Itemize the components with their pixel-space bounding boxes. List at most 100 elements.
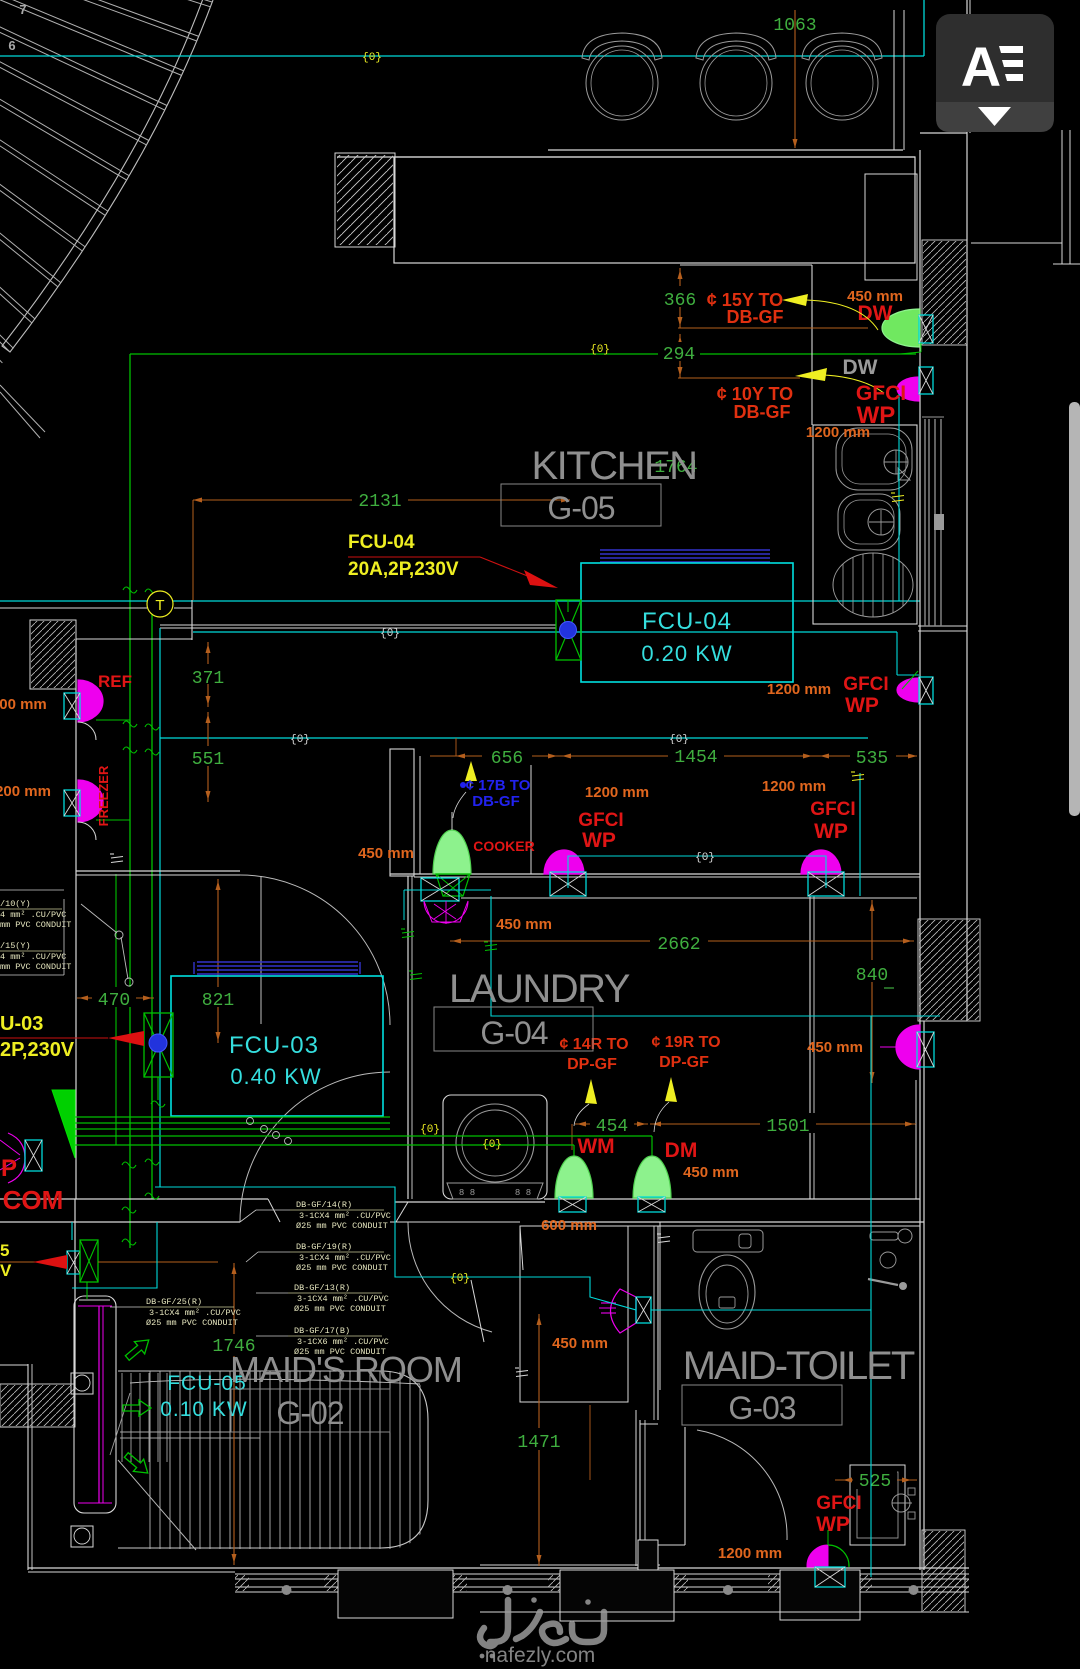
svg-text:KITCHEN: KITCHEN [531,444,696,488]
svg-text:1200 mm: 1200 mm [806,424,870,441]
svg-text:{0}: {0} [290,734,310,746]
svg-text:G-02: G-02 [276,1395,343,1431]
svg-text:1471: 1471 [517,1433,560,1453]
svg-text:DB-GF/25(R): DB-GF/25(R) [146,1297,202,1307]
svg-text:DB-GF/14(R): DB-GF/14(R) [296,1200,352,1210]
svg-text:/15(Y): /15(Y) [0,941,31,951]
svg-text:DW: DW [858,302,893,325]
svg-text:FREEZER: FREEZER [96,765,111,826]
svg-text:4 mm² .CU/PVC: 4 mm² .CU/PVC [0,952,66,962]
svg-text:DB-GF/13(R): DB-GF/13(R) [294,1283,350,1293]
svg-text:mm PVC CONDUIT: mm PVC CONDUIT [0,920,71,930]
svg-text:¢ 10Y TO: ¢ 10Y TO [717,384,793,404]
svg-text:1063: 1063 [773,16,816,36]
svg-text:{0}: {0} [380,628,400,640]
svg-text:294: 294 [663,345,695,365]
svg-text:656: 656 [491,749,523,769]
svg-text:GFCI: GFCI [816,1493,861,1514]
svg-text:821: 821 [202,991,234,1011]
svg-text:200 mm: 200 mm [0,783,51,800]
svg-text:1764: 1764 [654,458,697,478]
svg-text:REF: REF [98,672,132,691]
svg-text:Ø25 mm PVC CONDUIT: Ø25 mm PVC CONDUIT [146,1318,238,1328]
svg-text:G-05: G-05 [547,490,614,526]
svg-text:{0}: {0} [420,1124,440,1136]
svg-text:FCU-03: FCU-03 [229,1032,319,1059]
svg-text:8 8: 8 8 [515,1188,531,1198]
svg-text:LAUNDRY: LAUNDRY [449,967,630,1011]
svg-text:4 mm² .CU/PVC: 4 mm² .CU/PVC [0,910,66,920]
svg-text:551: 551 [192,750,224,770]
svg-text:¢ 14R TO: ¢ 14R TO [559,1036,628,1053]
svg-text:1501: 1501 [766,1117,809,1137]
svg-text:G-04: G-04 [480,1015,547,1051]
svg-text:450 mm: 450 mm [683,1164,739,1181]
svg-text:454: 454 [596,1117,628,1137]
svg-text:450 mm: 450 mm [807,1039,863,1056]
svg-text:3-1CX4 mm² .CU/PVC: 3-1CX4 mm² .CU/PVC [299,1253,391,1263]
svg-text:¢ 19R TO: ¢ 19R TO [651,1034,720,1051]
svg-text:1746: 1746 [212,1337,255,1357]
svg-text:WP: WP [814,820,848,843]
svg-text:DB-GF/19(R): DB-GF/19(R) [296,1242,352,1252]
svg-text:535: 535 [856,749,888,769]
svg-text:U-03: U-03 [0,1013,43,1035]
svg-text:1200 mm: 1200 mm [767,681,831,698]
svg-text:0.10 KW: 0.10 KW [160,1398,248,1421]
svg-text:Ø25 mm PVC CONDUIT: Ø25 mm PVC CONDUIT [296,1221,388,1231]
svg-text:{0}: {0} [590,344,610,356]
svg-text:{0}: {0} [362,52,382,64]
svg-text:GFCI: GFCI [578,810,623,831]
svg-text:G-03: G-03 [728,1390,795,1426]
svg-text:Ø25 mm PVC CONDUIT: Ø25 mm PVC CONDUIT [294,1304,386,1314]
svg-text:WP: WP [582,829,616,852]
svg-text:470: 470 [98,991,130,1011]
svg-text:/10(Y): /10(Y) [0,899,31,909]
svg-text:7: 7 [19,2,26,17]
svg-text:V: V [0,1261,12,1280]
svg-text:450 mm: 450 mm [358,845,414,862]
svg-text:{0}: {0} [450,1273,470,1285]
svg-text:WP: WP [816,1513,850,1536]
svg-text:1454: 1454 [674,748,717,768]
svg-text:Ø25 mm PVC CONDUIT: Ø25 mm PVC CONDUIT [294,1347,386,1357]
svg-text:2131: 2131 [358,492,401,512]
svg-text:2662: 2662 [657,935,700,955]
svg-text:P: P [1,1155,17,1182]
svg-text:0.20 KW: 0.20 KW [641,641,732,666]
svg-text:{0}: {0} [695,852,715,864]
svg-text:DP-GF: DP-GF [659,1054,709,1071]
svg-text:2P,230V: 2P,230V [0,1039,75,1061]
svg-text:mm PVC CONDUIT: mm PVC CONDUIT [0,962,71,972]
svg-text:366: 366 [664,291,696,311]
svg-text:T: T [155,597,164,614]
svg-text:5: 5 [0,1241,9,1260]
svg-text:FCU-04: FCU-04 [642,608,732,635]
svg-text:Ø25 mm PVC CONDUIT: Ø25 mm PVC CONDUIT [296,1263,388,1273]
svg-text:1200 mm: 1200 mm [762,778,826,795]
svg-text:450 mm: 450 mm [847,288,903,305]
svg-text:FCU-04: FCU-04 [348,532,415,553]
svg-text:DB-GF: DB-GF [734,402,791,422]
svg-text:8 8: 8 8 [459,1188,475,1198]
svg-text:FCU-05: FCU-05 [167,1372,247,1395]
svg-text:{0}: {0} [669,734,689,746]
svg-text:6: 6 [8,38,15,53]
svg-text:MAID'S ROOM: MAID'S ROOM [230,1349,462,1390]
svg-text:WM: WM [577,1135,614,1158]
svg-text:DP-GF: DP-GF [567,1056,617,1073]
svg-text:nafezly.com: nafezly.com [485,1644,596,1667]
svg-text:¢ 15Y TO: ¢ 15Y TO [707,290,783,310]
svg-text:3-1CX4 mm² .CU/PVC: 3-1CX4 mm² .CU/PVC [297,1294,389,1304]
svg-text:WP: WP [845,694,879,717]
svg-text:600 mm: 600 mm [541,1217,597,1234]
svg-text:DB-GF: DB-GF [472,793,520,810]
svg-text:MAID-TOILET: MAID-TOILET [683,1344,915,1388]
svg-text:DM: DM [665,1139,698,1162]
svg-text:3-1CX6 mm² .CU/PVC: 3-1CX6 mm² .CU/PVC [297,1337,389,1347]
svg-text:1200 mm: 1200 mm [585,784,649,801]
svg-text:GFCI: GFCI [856,382,906,405]
svg-text:DB-GF/17(B): DB-GF/17(B) [294,1326,350,1336]
svg-text:COM: COM [3,1185,64,1215]
svg-text:DB-GF: DB-GF [727,307,784,327]
